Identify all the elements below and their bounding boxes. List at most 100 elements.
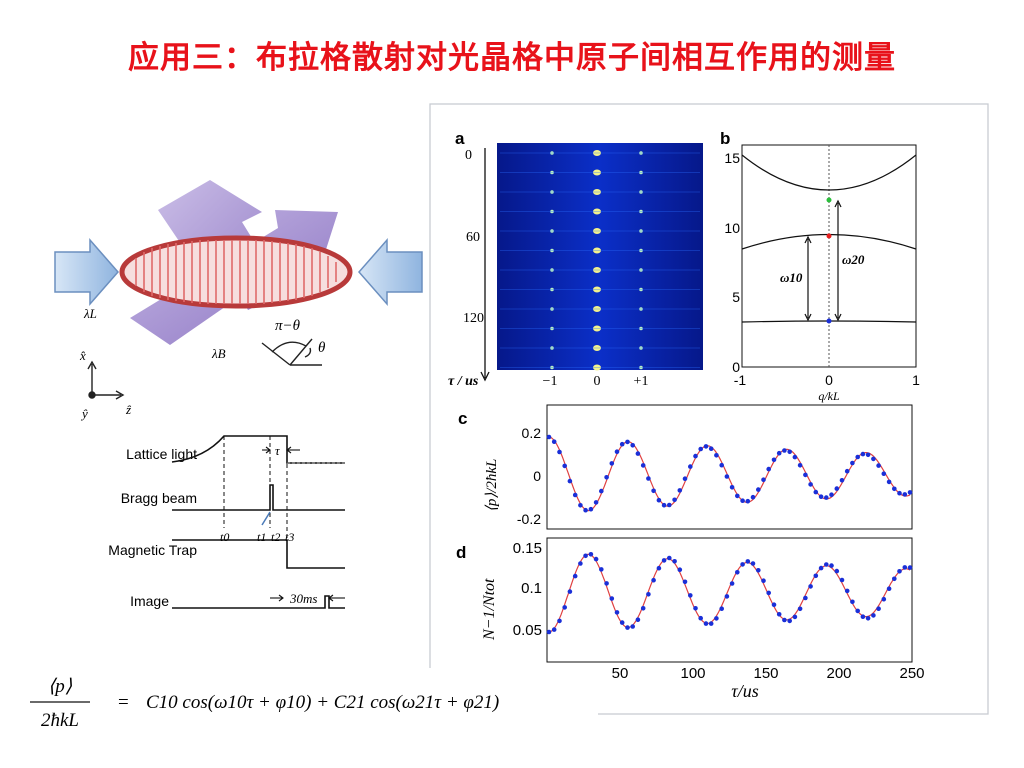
data-point <box>729 581 735 586</box>
spot <box>639 307 643 311</box>
spot <box>550 248 554 253</box>
panel-a: a 0 60 120 τ / us −1 0 +1 <box>448 129 703 389</box>
data-point <box>546 434 552 440</box>
data-point <box>860 614 866 619</box>
data-point <box>651 577 656 583</box>
data-point <box>892 576 897 582</box>
data-point <box>619 620 625 625</box>
band-2 <box>741 154 917 191</box>
data-point <box>688 593 693 598</box>
timing-row-label: Lattice light <box>126 446 197 462</box>
data-point <box>698 615 703 621</box>
tick-label: 1 <box>912 372 920 388</box>
spot <box>550 268 554 272</box>
data-point <box>892 486 897 492</box>
data-point <box>682 476 688 482</box>
fit-curve <box>548 553 911 633</box>
beam-schematic: λL λB π−θ θ x̂ ŷ ẑ <box>54 180 423 421</box>
timing-diagram: Lattice light Bragg beam Magnetic Trap I… <box>108 435 345 609</box>
spot <box>593 345 601 351</box>
data-point <box>677 488 683 493</box>
tick-label: 150 <box>753 665 778 682</box>
data-point <box>792 614 798 620</box>
data-point <box>876 606 881 611</box>
data-point <box>839 577 845 583</box>
data-point <box>782 617 787 623</box>
formula-numerator: ⟨p⟩ <box>48 676 73 697</box>
formula-rhs: C10 cos(ω10τ + φ10) + C21 cos(ω21τ + φ21… <box>146 692 499 713</box>
panel-label: a <box>455 129 465 148</box>
panel-label: d <box>456 543 466 562</box>
data-point <box>782 448 787 453</box>
data-point <box>787 449 792 455</box>
data-point <box>766 466 771 472</box>
tick-label: 250 <box>899 665 924 682</box>
data-point <box>897 569 902 574</box>
data-point <box>897 490 902 496</box>
data-point <box>562 463 567 469</box>
spot <box>550 151 554 155</box>
spot <box>593 267 601 273</box>
data-point <box>604 475 609 480</box>
data-point <box>818 494 824 500</box>
data-point <box>703 621 709 626</box>
data-point <box>729 485 735 490</box>
spot <box>639 365 643 370</box>
spot <box>639 268 643 272</box>
tick-label: 0 <box>594 374 601 389</box>
data-point <box>583 553 588 559</box>
data-point <box>813 489 819 495</box>
spot <box>550 326 554 331</box>
data-point <box>834 568 840 574</box>
lattice-arrow-right <box>358 238 423 306</box>
data-point <box>876 463 881 468</box>
data-point <box>677 567 683 572</box>
panel-c: c 0.2 0 -0.2 ⟨p⟩/2ħkL <box>458 404 913 530</box>
data-point <box>656 565 662 571</box>
spot <box>639 346 643 350</box>
pi-minus-theta-label: π−θ <box>275 318 301 334</box>
spot <box>593 247 601 254</box>
tick-label: 0 <box>533 468 541 484</box>
tick-label: 0 <box>825 372 833 388</box>
data-point <box>797 606 803 612</box>
data-point <box>578 561 583 566</box>
data-point <box>761 477 766 483</box>
data-point <box>771 602 777 607</box>
coordinate-axes <box>87 360 125 400</box>
spot <box>593 228 601 234</box>
timing-guides <box>223 436 288 560</box>
data-point <box>776 450 782 456</box>
data-point <box>719 606 724 611</box>
spot <box>550 209 554 214</box>
data-point <box>907 490 913 495</box>
data-point <box>693 453 698 459</box>
data-point <box>646 476 651 481</box>
data-point <box>902 492 908 497</box>
data-point <box>682 579 688 585</box>
data-point <box>756 487 761 492</box>
fit-curve <box>548 436 911 512</box>
spot <box>550 365 554 370</box>
t2-label: t2 <box>271 530 280 544</box>
data-point <box>829 492 834 498</box>
data-point <box>708 621 714 626</box>
data-point <box>557 449 562 455</box>
axis-x-label: x̂ <box>79 348 86 363</box>
spot <box>639 151 643 155</box>
tick-label: 60 <box>466 230 480 245</box>
spot <box>593 189 601 195</box>
data-point <box>740 498 745 504</box>
page-title: 应用三：布拉格散射对光晶格中原子间相互作用的测量 <box>128 40 896 76</box>
data-point <box>787 618 792 624</box>
data-point <box>546 629 552 635</box>
data-point <box>771 457 777 463</box>
lambda-L-label: λL <box>83 306 97 321</box>
panel-b: b ω10 ω20 15 10 5 0 -1 0 1 q/kL <box>720 129 920 403</box>
data-point <box>703 444 709 449</box>
angle-indicator <box>261 338 322 366</box>
data-point <box>745 559 751 564</box>
spot <box>639 287 643 292</box>
data-point <box>881 596 887 602</box>
timing-traces <box>171 435 345 609</box>
